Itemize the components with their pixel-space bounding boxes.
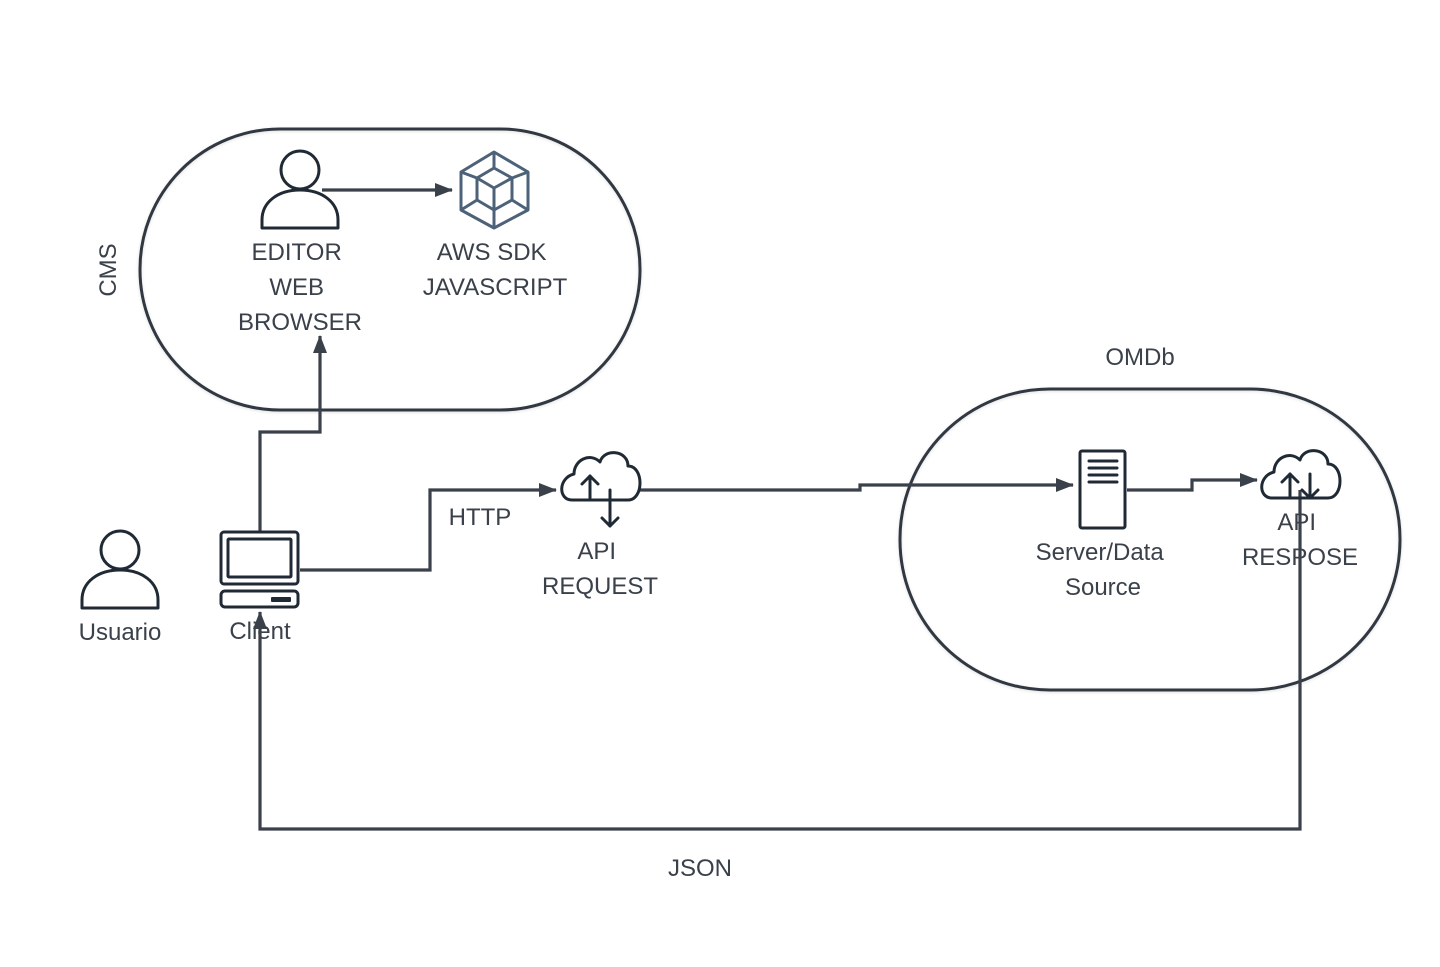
server-icon [1078, 449, 1127, 530]
server-to-api-response-edge[interactable] [1127, 473, 1258, 492]
json-edge-label: JSON [668, 855, 732, 882]
api-request-to-server-edge[interactable] [640, 478, 1074, 492]
server-node[interactable]: Server/Data Source [1036, 449, 1171, 601]
cms-group: CMS [95, 127, 642, 412]
omdb-group: OMDb [898, 344, 1402, 692]
api-request-node[interactable]: API REQUEST [542, 451, 658, 600]
api-response-node[interactable]: API RESPOSE [1242, 449, 1358, 571]
server-label: Server/Data Source [1036, 539, 1171, 601]
cube-icon [459, 150, 530, 230]
api-response-label: API RESPOSE [1242, 509, 1358, 571]
usuario-node[interactable]: Usuario [79, 529, 162, 646]
aws-sdk-node[interactable]: AWS SDK JAVASCRIPT [423, 150, 568, 301]
api-response-to-client-edge[interactable] [253, 490, 1302, 831]
user-icon [80, 529, 160, 610]
client-label: Client [229, 618, 291, 645]
cloud-upload-download-icon [560, 451, 642, 528]
user-icon [260, 149, 340, 230]
connectors [253, 183, 1302, 831]
api-request-label: API REQUEST [542, 538, 658, 600]
http-edge-label: HTTP [449, 504, 512, 531]
client-node[interactable]: Client [219, 530, 300, 645]
cloud-upload-download-icon [1260, 449, 1342, 500]
usuario-label: Usuario [79, 619, 162, 646]
editor-label: EDITOR WEB BROWSER [238, 239, 362, 336]
cms-group-label: CMS [95, 243, 122, 296]
computer-terminal-icon [219, 530, 300, 609]
omdb-group-label: OMDb [1105, 344, 1174, 371]
editor-node[interactable]: EDITOR WEB BROWSER [238, 149, 362, 336]
client-to-editor-edge[interactable] [258, 335, 327, 532]
aws-sdk-label: AWS SDK JAVASCRIPT [423, 239, 568, 301]
client-to-api-request-edge[interactable] [300, 483, 557, 572]
